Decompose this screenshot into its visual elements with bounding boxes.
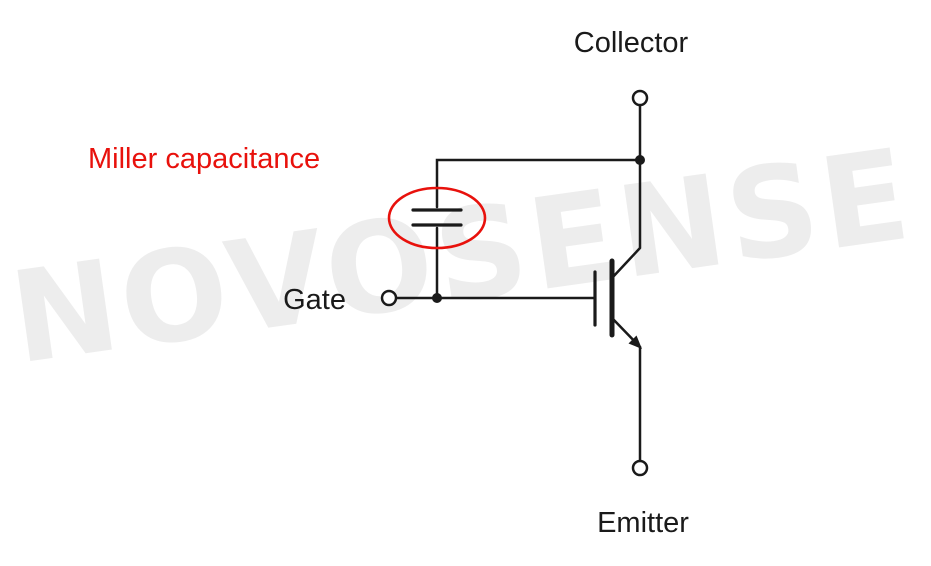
gate-branch-junction-dot (432, 293, 442, 303)
gate-terminal (380, 289, 398, 307)
circuit-wires (380, 89, 649, 477)
miller-capacitance-label: Miller capacitance (88, 143, 320, 175)
igbt-symbol (593, 246, 642, 349)
collector-terminal (631, 89, 649, 107)
emitter-terminal (631, 459, 649, 477)
igbt-collector-lead (610, 246, 642, 280)
collector-label: Collector (574, 27, 689, 59)
collector-branch-junction-dot (635, 155, 645, 165)
miller-highlight-ellipse (387, 186, 487, 250)
gate-label: Gate (283, 284, 346, 316)
emitter-label: Emitter (597, 507, 689, 539)
capacitor-top-branch-wire (435, 158, 642, 209)
capacitor-symbol (411, 208, 463, 227)
igbt-emitter-arrow-icon (628, 335, 642, 349)
